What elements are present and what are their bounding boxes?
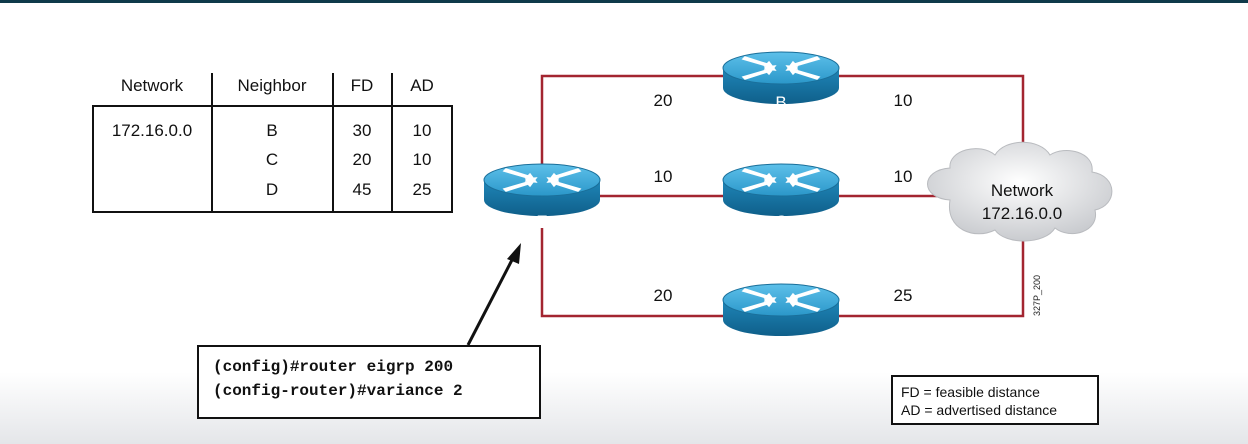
top-border (0, 0, 1248, 3)
router-icon (483, 163, 601, 217)
table-header-ad: AD (410, 76, 434, 95)
metric-c-network: 10 (894, 167, 913, 186)
legend-box: FD = feasible distance AD = advertised d… (891, 375, 1099, 425)
router-label: E (536, 212, 547, 231)
table-cell-neighbor: D (266, 180, 278, 199)
table-cell-ad: 10 (413, 121, 432, 140)
table-cell-fd: 20 (353, 150, 372, 169)
table-cell-neighbor: C (266, 150, 278, 169)
router-icon (722, 283, 840, 337)
arrow-icon (466, 243, 521, 346)
cloud-label: Network (991, 181, 1054, 200)
config-line: (config-router)#variance 2 (213, 382, 463, 400)
router-label: C (775, 212, 787, 231)
figure-id: 327P_200 (1032, 275, 1042, 316)
table-header-neighbor: Neighbor (238, 76, 307, 95)
config-commands-box: (config)#router eigrp 200 (config-router… (197, 345, 541, 419)
router-d: D (722, 283, 840, 352)
table-cell-fd: 30 (353, 121, 372, 140)
router-label: D (775, 333, 787, 352)
topology-table: Network Neighbor FD AD 172.16.0.0 B 30 1… (92, 73, 453, 213)
table-cell-neighbor: B (266, 121, 277, 140)
table-cell-network: 172.16.0.0 (112, 121, 192, 140)
metric-d-network: 25 (894, 286, 913, 305)
cloud-network-address: 172.16.0.0 (982, 204, 1062, 223)
router-e: E (483, 163, 601, 231)
table-header-network: Network (121, 76, 184, 95)
legend-fd: FD = feasible distance (901, 384, 1040, 400)
network-cloud: Network 172.16.0.0 (927, 141, 1113, 242)
table-cell-fd: 45 (353, 180, 372, 199)
router-b: B (722, 51, 840, 112)
metric-e-c: 10 (654, 167, 673, 186)
table-cell-ad: 10 (413, 150, 432, 169)
table-header-fd: FD (351, 76, 374, 95)
router-icon (722, 163, 840, 217)
router-label: B (775, 93, 786, 112)
metric-b-network: 10 (894, 91, 913, 110)
router-c: C (722, 163, 840, 231)
config-line: (config)#router eigrp 200 (213, 358, 454, 376)
metric-e-d: 20 (654, 286, 673, 305)
metric-e-b: 20 (654, 91, 673, 110)
legend-ad: AD = advertised distance (901, 402, 1058, 418)
table-cell-ad: 25 (413, 180, 432, 199)
